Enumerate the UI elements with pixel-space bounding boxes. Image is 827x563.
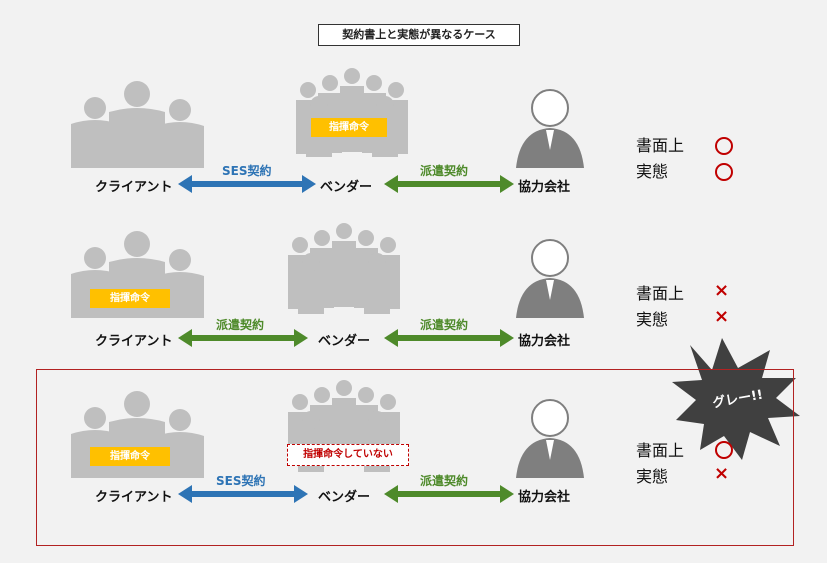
status-actual: 実態 [636,162,669,181]
row1-left-arrow [178,175,316,193]
gray-case-frame [36,369,794,546]
row3-left-contract: SES契約 [216,474,266,488]
client-label: クライアント [95,490,173,505]
client-label: クライアント [95,334,173,349]
row3-right-contract: 派遣契約 [420,474,469,488]
partner-person-icon [516,89,584,168]
vendor-label: ベンダー [320,180,373,195]
partner-label: 協力会社 [518,334,571,349]
vendor-group-icon [288,223,400,314]
cross-mark-icon: × [714,306,730,327]
row2-left-contract: 派遣契約 [216,318,265,332]
row1-right-arrow [384,175,514,193]
status-paper: 書面上 [636,441,685,460]
client-label: クライアント [95,180,173,195]
row3-right-arrow [384,485,514,503]
status-paper: 書面上 [636,136,685,155]
no-command-badge: 指揮命令していない [287,444,409,466]
circle-mark-icon [715,137,733,155]
partner-person-icon [516,239,584,318]
command-badge: 指揮命令 [90,289,170,308]
row1-left-contract: SES契約 [222,164,272,178]
vendor-group-icon [296,68,408,157]
row2-right-arrow [384,329,514,347]
circle-mark-icon [715,163,733,181]
row1-right-contract: 派遣契約 [420,164,469,178]
partner-label: 協力会社 [518,490,571,505]
gray-burst-icon [672,338,800,460]
partner-person-icon [516,399,584,478]
vendor-label: ベンダー [318,490,371,505]
client-group-icon [71,81,204,168]
command-badge: 指揮命令 [311,118,387,137]
status-actual: 実態 [636,467,669,486]
partner-label: 協力会社 [518,180,571,195]
row2-left-arrow [178,329,308,347]
status-paper: 書面上 [636,284,685,303]
status-actual: 実態 [636,310,669,329]
diagram-title: 契約書上と実態が異なるケース [318,24,520,46]
row2-right-contract: 派遣契約 [420,318,469,332]
cross-mark-icon: × [714,280,730,301]
vendor-label: ベンダー [318,334,371,349]
row3-left-arrow [178,485,308,503]
command-badge: 指揮命令 [90,447,170,466]
circle-mark-icon [715,441,733,459]
cross-mark-icon: × [714,463,730,484]
